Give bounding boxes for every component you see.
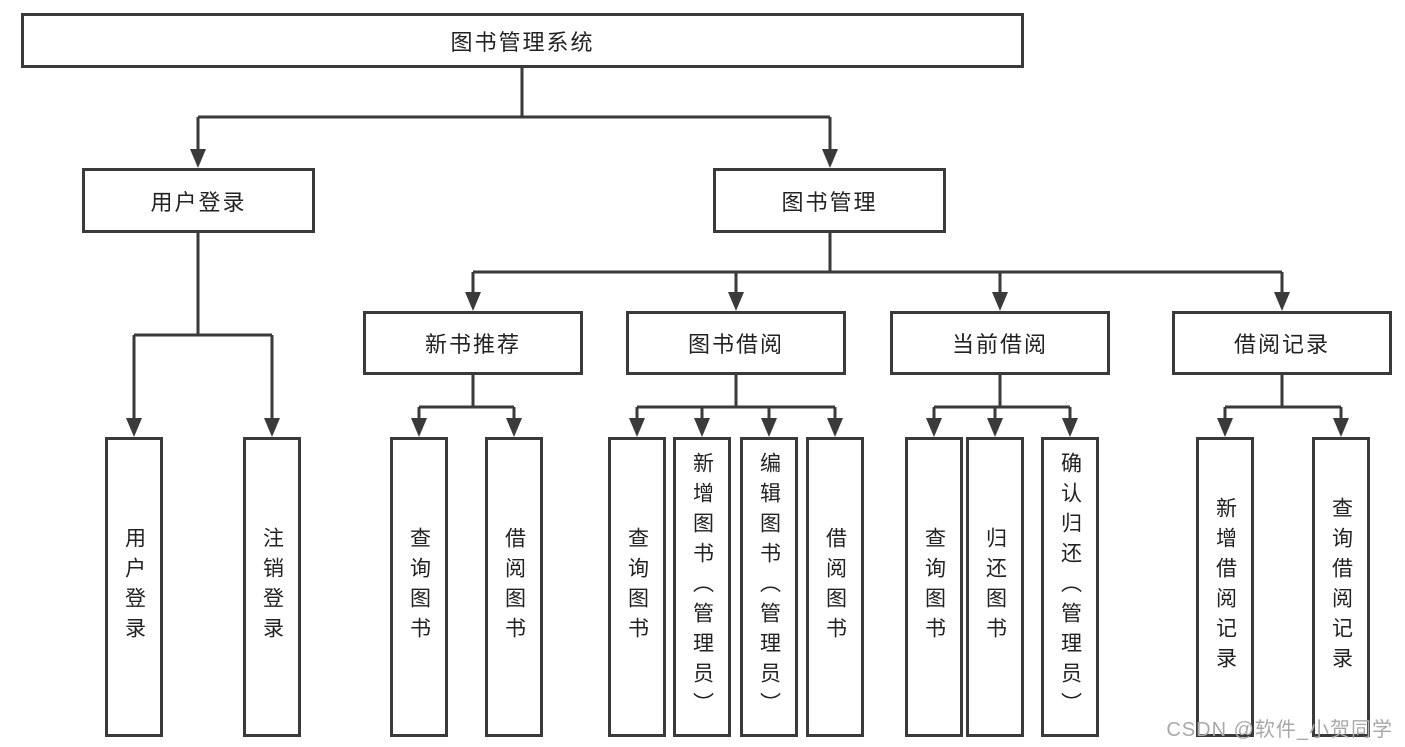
connector-root-to-level2 [196,68,832,152]
node-user-login: 用户登录 [82,168,315,233]
leaf-query-borrow-record: 查询借阅记录 [1312,437,1370,737]
arrow-icon [506,418,522,437]
arrow-icon [1333,418,1349,437]
leaf-query-books-recommend-label: 查询图书 [407,527,431,647]
leaf-query-books-current-label: 查询图书 [922,527,946,647]
arrow-icon [926,418,942,437]
node-user-login-label: 用户登录 [150,189,247,215]
node-new-book-recommend-label: 新书推荐 [424,332,521,357]
leaf-edit-books-admin-label: 编辑图书（管理员） [757,452,781,722]
arrowheads [126,149,1349,437]
leaf-query-books-recommend: 查询图书 [390,437,448,737]
leaf-borrow-books-recommend: 借阅图书 [485,437,543,737]
leaf-borrow-books-label: 借阅图书 [823,527,847,647]
node-root-label: 图书管理系统 [450,29,595,55]
node-root: 图书管理系统 [21,13,1024,68]
node-borrow-records-label: 借阅记录 [1233,332,1330,357]
arrow-icon [987,418,1003,437]
node-new-book-recommend: 新书推荐 [363,311,583,375]
arrow-icon [1217,418,1233,437]
leaf-return-books-label: 归还图书 [983,527,1007,647]
connector-book-borrow-to-leaves [635,375,837,421]
node-current-borrow-label: 当前借阅 [951,332,1048,357]
leaf-add-books-admin: 新增图书（管理员） [673,437,731,737]
leaf-add-books-admin-label: 新增图书（管理员） [690,452,714,722]
leaf-query-books-borrow: 查询图书 [608,437,666,737]
leaf-user-login: 用户登录 [105,437,163,737]
leaf-confirm-return-admin-label: 确认归还（管理员） [1058,452,1082,722]
leaf-logout-label: 注销登录 [260,527,284,647]
node-current-borrow: 当前借阅 [890,311,1110,375]
arrow-icon [126,418,142,437]
leaf-query-borrow-record-label: 查询借阅记录 [1329,497,1353,677]
arrow-icon [411,418,427,437]
connector-user-login-to-leaves [132,233,274,421]
connector-borrow-records-to-leaves [1223,375,1343,421]
leaf-add-borrow-record: 新增借阅记录 [1196,437,1254,737]
arrow-icon [629,418,645,437]
node-borrow-records: 借阅记录 [1172,311,1392,375]
leaf-confirm-return-admin: 确认归还（管理员） [1041,437,1099,737]
node-book-borrow: 图书借阅 [626,311,846,375]
arrow-icon [992,292,1008,311]
node-book-borrow-label: 图书借阅 [687,332,784,357]
leaf-user-login-label: 用户登录 [122,527,146,647]
arrow-icon [1062,418,1078,437]
leaf-query-books-borrow-label: 查询图书 [625,527,649,647]
connector-new-book-recommend-to-leaves [417,375,516,421]
leaf-borrow-books-recommend-label: 借阅图书 [502,527,526,647]
leaf-logout: 注销登录 [243,437,301,737]
leaf-return-books: 归还图书 [966,437,1024,737]
node-book-management: 图书管理 [713,168,946,233]
arrow-icon [822,149,838,168]
arrow-icon [694,418,710,437]
arrow-icon [728,292,744,311]
leaf-query-books-current: 查询图书 [905,437,963,737]
arrow-icon [761,418,777,437]
arrow-icon [1274,292,1290,311]
csdn-watermark: CSDN @软件_小贺同学 [1166,719,1393,741]
arrow-icon [465,292,481,311]
leaf-borrow-books: 借阅图书 [806,437,864,737]
connector-current-borrow-to-leaves [932,375,1072,421]
node-book-management-label: 图书管理 [781,189,878,215]
arrow-icon [827,418,843,437]
connector-book-management-to-level3 [471,233,1284,295]
leaf-edit-books-admin: 编辑图书（管理员） [740,437,798,737]
leaf-add-borrow-record-label: 新增借阅记录 [1213,497,1237,677]
arrow-icon [264,418,280,437]
arrow-icon [190,149,206,168]
